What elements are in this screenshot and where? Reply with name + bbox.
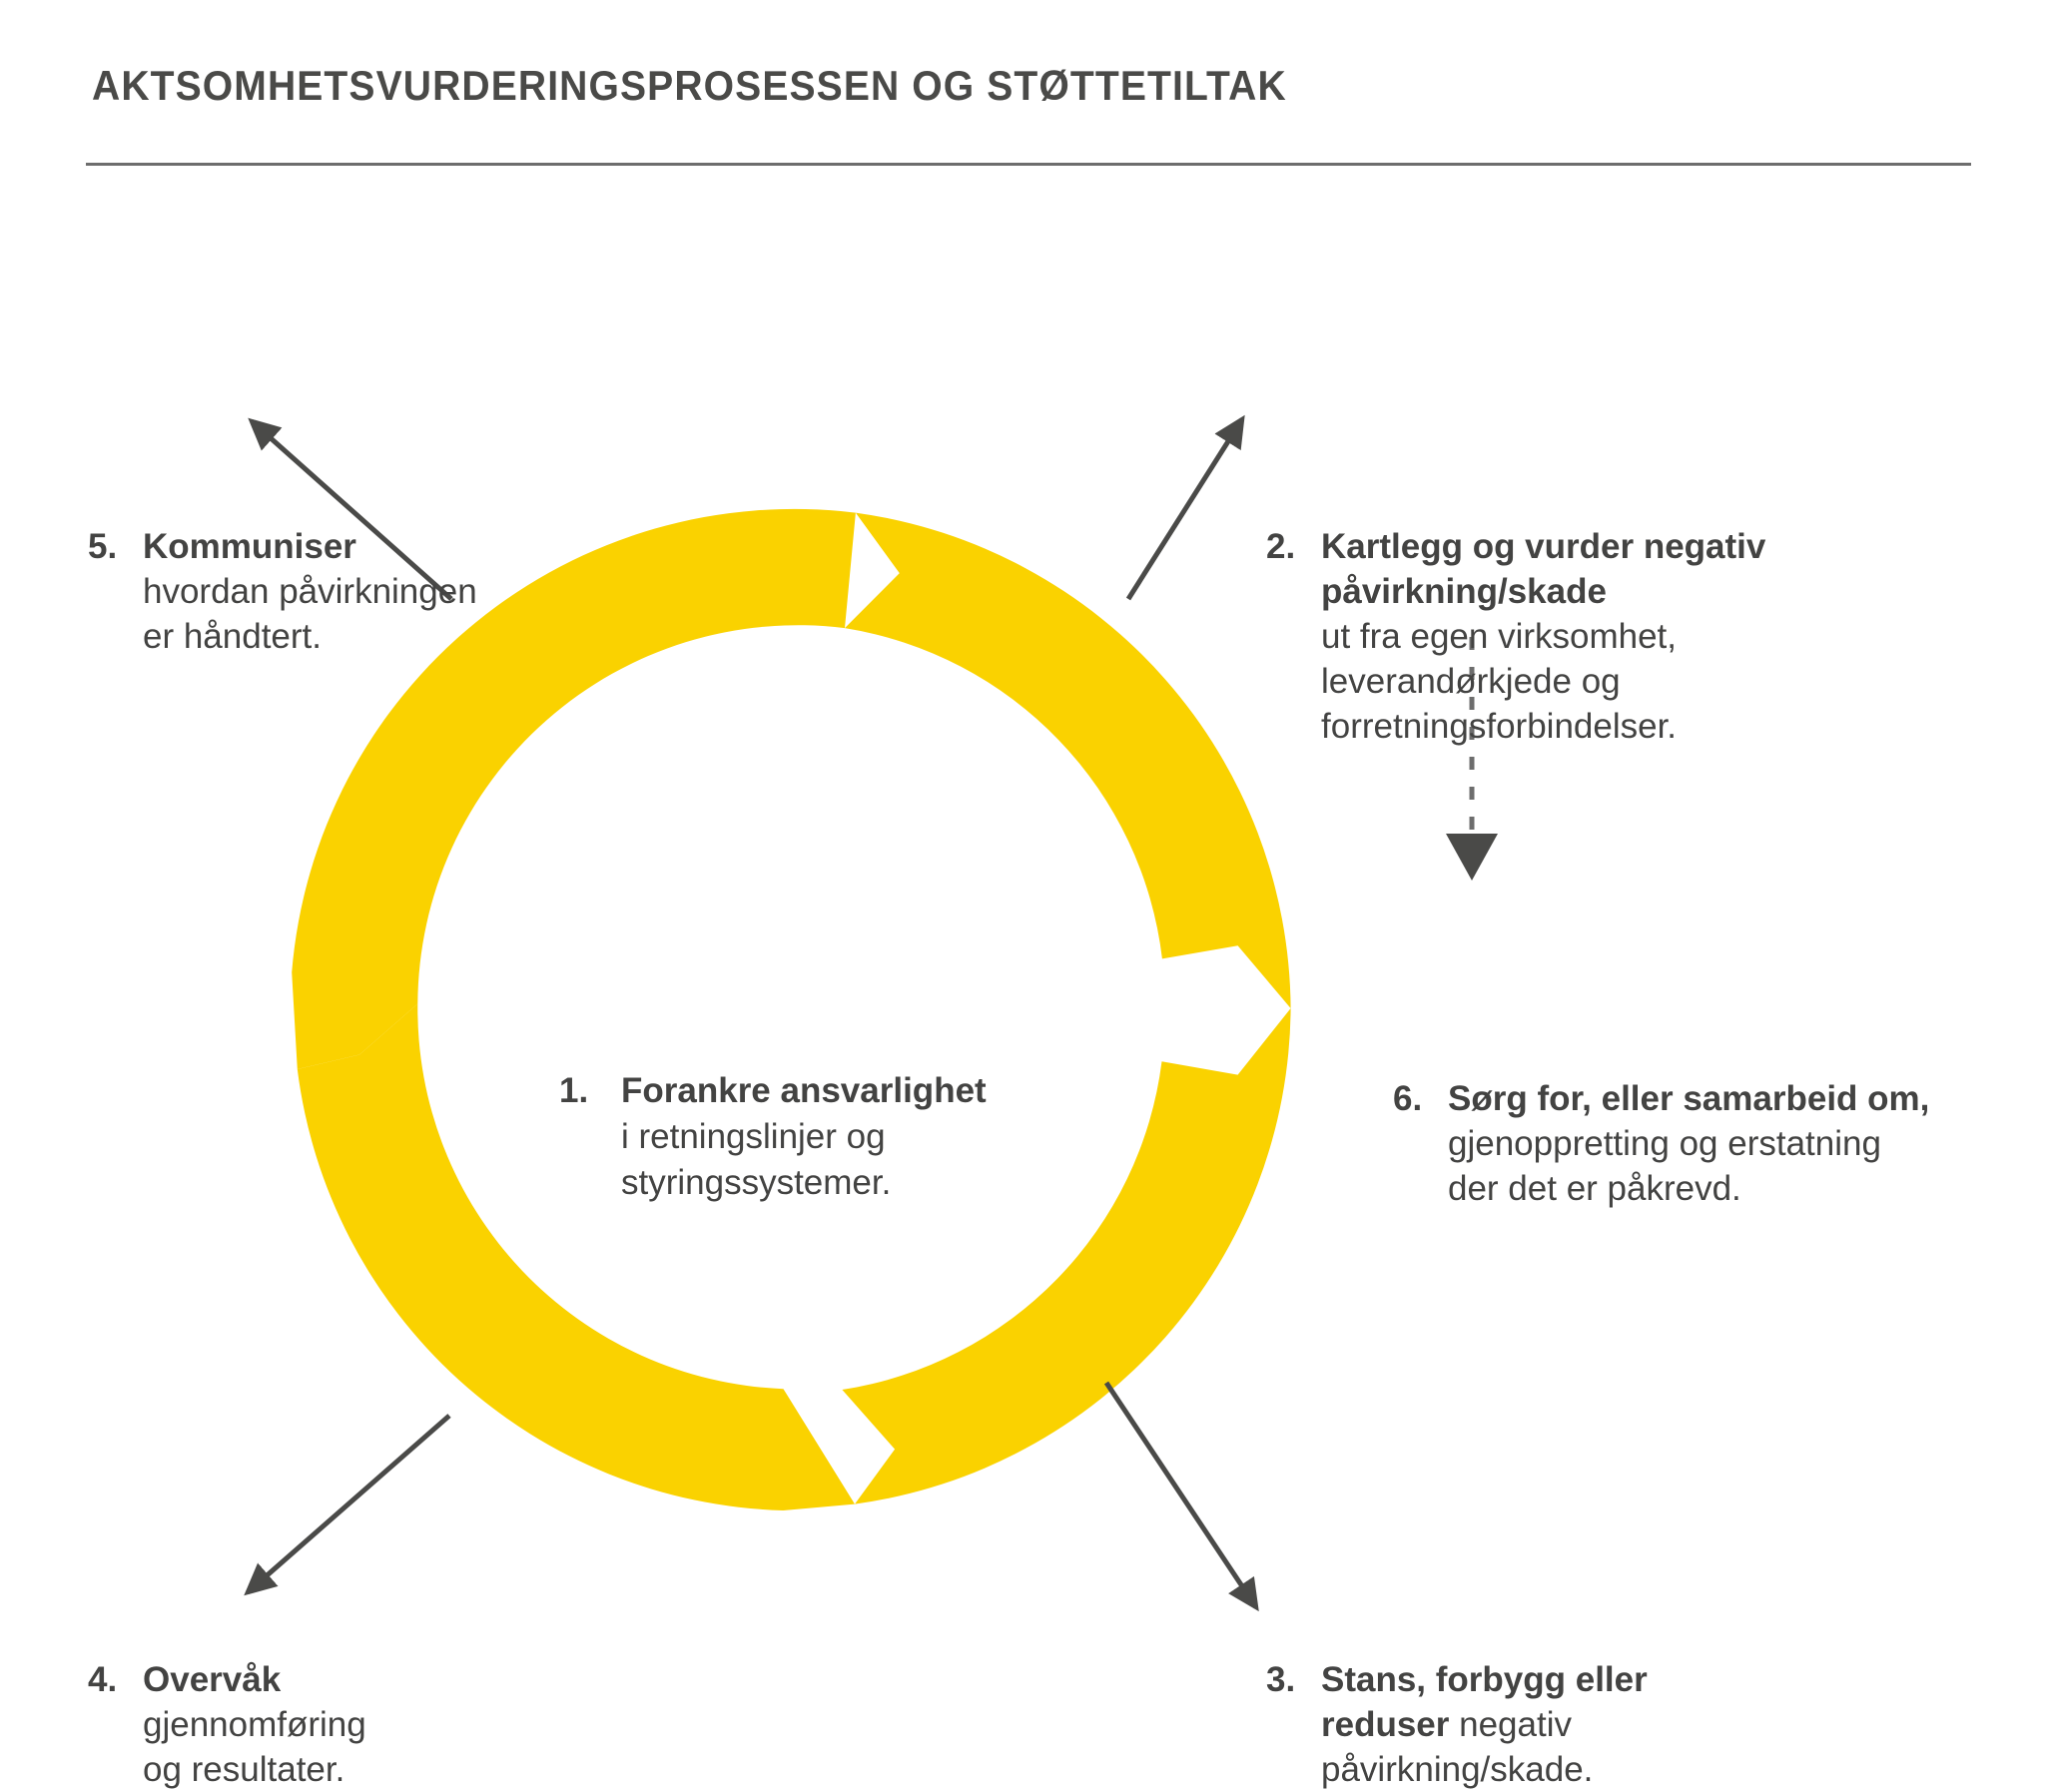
callout-step-5: 5. Kommuniser hvordan påvirkningen er hå… [88,524,557,659]
callout-step-5-lead: Kommuniser [143,527,356,566]
callout-step-1-line2: i retningslinjer og [621,1117,886,1156]
callout-step-3-line3: påvirkning/skade. [1321,1750,1594,1789]
dashed-arrowhead-icon [1446,834,1498,881]
callout-step-5-body: Kommuniser hvordan påvirkningen er håndt… [143,524,557,659]
callout-step-4-lead: Overvåk [143,1660,282,1699]
callout-step-2-line3: ut fra egen virksomhet, [1321,617,1677,656]
callout-step-1: 1. Forankre ansvarlighet i retningslinje… [559,1068,1028,1206]
callout-step-3-body: Stans, forbygg eller reduser negativ påv… [1321,1657,1785,1792]
callout-step-5-number: 5. [88,527,118,566]
callout-step-5-line3: er håndtert. [143,617,322,656]
callout-step-3-rest2: negativ [1449,1705,1572,1744]
callout-step-4-number: 4. [88,1660,118,1699]
callout-step-4: 4. Overvåk gjennomføring og resultater. [88,1657,517,1792]
callout-step-5-line2: hvordan påvirkningen [143,572,477,611]
callout-step-3: 3. Stans, forbygg eller reduser negativ … [1266,1657,1785,1792]
page-title: AKTSOMHETSVURDERINGSPROSESSEN OG STØTTET… [92,62,1287,109]
page-header: AKTSOMHETSVURDERINGSPROSESSEN OG STØTTET… [0,0,2052,175]
callout-step-1-line3: styringssystemer. [621,1163,892,1202]
callout-step-6-body: Sørg for, eller samarbeid om, gjenoppret… [1448,1076,2032,1211]
callout-step-2: 2. Kartlegg og vurder negativ påvirkning… [1266,524,1885,749]
callout-step-2-lead-line1: Kartlegg og vurder negativ [1321,527,1766,566]
callout-step-4-line2: gjennomføring [143,1705,366,1744]
callout-step-4-line3: og resultater. [143,1750,345,1789]
callout-step-6-number: 6. [1393,1079,1423,1118]
callout-step-6-line3: der det er påkrevd. [1448,1169,1741,1208]
ring-segments [292,508,1291,1510]
callout-step-2-line5: forretningsforbindelser. [1321,707,1678,746]
callout-step-3-number: 3. [1266,1660,1296,1699]
callout-step-3-lead-line2: reduser [1321,1705,1450,1744]
callout-step-1-body: Forankre ansvarlighet i retningslinjer o… [621,1068,1028,1206]
callout-step-3-line2: reduser negativ [1321,1702,1785,1747]
header-divider [86,163,1971,166]
callout-step-1-number: 1. [559,1071,589,1110]
callout-step-2-line4: leverandørkjede og [1321,662,1621,701]
callout-step-3-lead-line1: Stans, forbygg eller [1321,1660,1648,1699]
callout-step-6-lead: Sørg for, eller samarbeid om, [1448,1079,1930,1118]
ring-segment-4 [292,508,856,1070]
callout-step-4-body: Overvåk gjennomføring og resultater. [143,1657,517,1792]
callout-step-6: 6. Sørg for, eller samarbeid om, gjenopp… [1393,1076,2032,1211]
ring-segment-3 [297,1003,855,1510]
callout-step-2-lead-line2: påvirkning/skade [1321,572,1607,611]
ring-segment-2 [842,1008,1291,1504]
ring-segment-1 [845,512,1291,1008]
callout-step-1-lead: Forankre ansvarlighet [621,1071,987,1110]
due-diligence-cycle-diagram: 5. Kommuniser hvordan påvirkningen er hå… [0,175,2052,1789]
callout-step-2-number: 2. [1266,527,1296,566]
callout-step-6-line2: gjenoppretting og erstatning [1448,1124,1881,1163]
cycle-ring [292,508,1291,1510]
callout-step-2-body: Kartlegg og vurder negativ påvirkning/sk… [1321,524,1885,749]
